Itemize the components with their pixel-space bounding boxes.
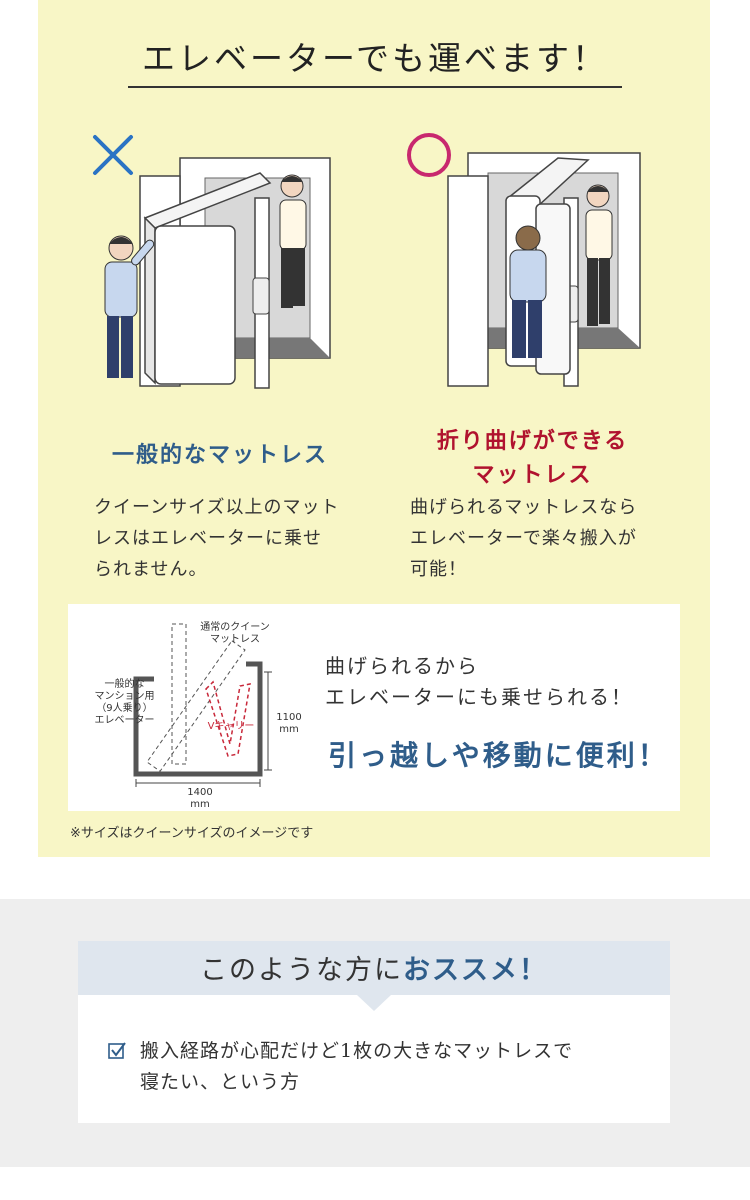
recommend-title-accent: おススメ！ bbox=[403, 955, 548, 986]
text-line: 曲げられるマットレスなら bbox=[410, 497, 638, 518]
elevator-label: 一般的な マンション用 （9人乗り） エレベーター bbox=[82, 679, 167, 727]
left-column-title: 一般的なマットレス bbox=[111, 442, 328, 468]
dimension-value: 1100 bbox=[276, 712, 302, 723]
section-heading: エレベーターでも運べます！ bbox=[141, 39, 609, 78]
promo-line-2: エレベーターにも乗せられる！ bbox=[325, 685, 633, 709]
title-line: マットレス bbox=[472, 462, 593, 488]
recommend-body bbox=[78, 995, 670, 1123]
heading-underline bbox=[128, 86, 622, 88]
elevator-mattress-stuck-illustration bbox=[104, 157, 331, 389]
height-dimension-label: 1100 mm bbox=[274, 712, 304, 736]
right-column-title: 折り曲げができる マットレス bbox=[410, 424, 655, 492]
width-dimension-label: 1400 mm bbox=[185, 787, 215, 811]
promo-highlight: 引っ越しや移動に便利！ bbox=[328, 739, 669, 772]
circle-mark-icon bbox=[407, 133, 451, 177]
left-column-text: クイーンサイズ以上のマット レスはエレベーターに乗せ られません。 bbox=[94, 492, 356, 585]
checkbox-icon bbox=[108, 1042, 126, 1059]
label-line: 通常のクイーン bbox=[200, 622, 270, 633]
label-line: 一般的な bbox=[104, 679, 145, 690]
elevator-folded-mattress-illustration bbox=[447, 152, 641, 387]
recommend-item: 搬入経路が心配だけど1枚の大きなマットレスで 寝たい、という方 bbox=[140, 1036, 640, 1098]
text-line: クイーンサイズ以上のマット bbox=[94, 497, 340, 518]
label-line: （9人乗り） bbox=[96, 703, 153, 714]
recommend-title-plain: このような方に bbox=[200, 955, 403, 986]
promo-line-1: 曲げられるから bbox=[325, 654, 479, 678]
dimension-unit: mm bbox=[190, 799, 210, 810]
item-line: 搬入経路が心配だけど1枚の大きなマットレスで bbox=[140, 1040, 574, 1062]
item-line: 寝たい、という方 bbox=[140, 1071, 301, 1093]
text-line: 可能！ bbox=[410, 559, 467, 580]
v-carry-label: Vキャリー bbox=[207, 721, 255, 732]
normal-mattress-label: 通常のクイーン マットレス bbox=[190, 622, 280, 646]
recommend-header bbox=[78, 941, 670, 995]
elevator-floor-plan-diagram bbox=[133, 623, 272, 787]
dimension-unit: mm bbox=[279, 724, 299, 735]
right-column-text: 曲げられるマットレスなら エレベーターで楽々搬入が 可能！ bbox=[410, 492, 675, 585]
size-note: ※サイズはクイーンサイズのイメージです bbox=[70, 826, 314, 841]
label-line: マンション用 bbox=[94, 691, 155, 702]
header-pointer bbox=[357, 995, 391, 1011]
dimension-value: 1400 bbox=[187, 787, 213, 798]
text-line: られません。 bbox=[94, 559, 208, 580]
text-line: エレベーターで楽々搬入が bbox=[410, 528, 637, 549]
title-line: 折り曲げができる bbox=[436, 428, 629, 454]
text-line: レスはエレベーターに乗せ bbox=[94, 528, 322, 549]
cross-mark-icon bbox=[93, 135, 133, 175]
recommend-title: このような方におススメ！ bbox=[78, 948, 670, 987]
label-line: マットレス bbox=[210, 634, 260, 645]
label-line: エレベーター bbox=[94, 715, 155, 726]
